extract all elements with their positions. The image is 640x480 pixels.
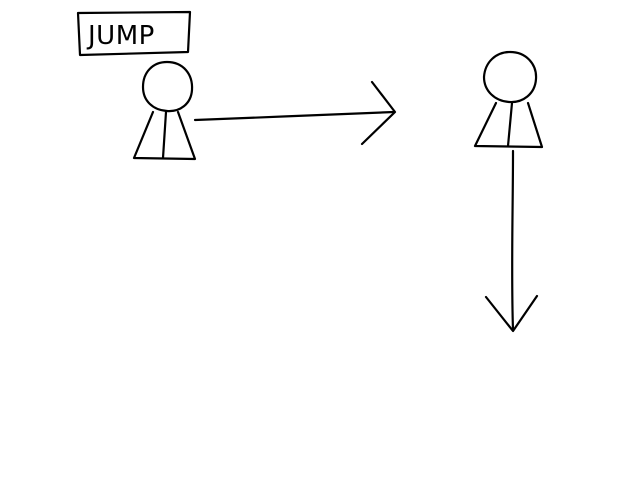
- arrow-right: [193, 80, 397, 146]
- figure-start: [132, 60, 197, 161]
- jump-label-text: JUMP: [86, 21, 155, 51]
- figure-end-head: [482, 50, 538, 104]
- jump-label-box: [76, 10, 192, 57]
- figure-end-divider: [506, 101, 514, 148]
- arrow-right-shaft: [193, 110, 396, 122]
- figure-end: [473, 50, 544, 149]
- arrow-down: [484, 149, 539, 333]
- jump-label: JUMP: [76, 10, 192, 57]
- figure-start-head: [141, 60, 194, 113]
- arrow-down-shaft: [511, 149, 515, 332]
- figure-start-body: [132, 110, 197, 161]
- figure-start-divider: [161, 110, 168, 160]
- arrow-right-head: [360, 80, 397, 146]
- arrow-down-head: [484, 294, 539, 333]
